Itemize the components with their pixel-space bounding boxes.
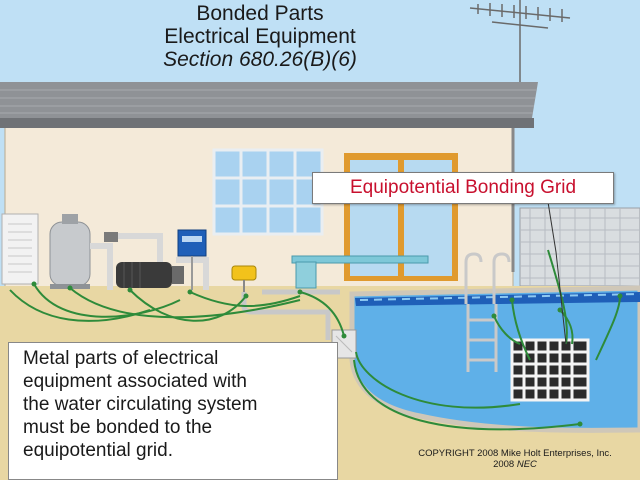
pump-motor xyxy=(116,262,184,288)
note-line: equipment associated with xyxy=(23,371,247,392)
diving-board xyxy=(291,255,429,289)
title-line-2: Electrical Equipment xyxy=(164,25,356,48)
note-line: must be bonded to the xyxy=(23,417,213,438)
control-panel xyxy=(177,229,207,290)
bonding-connectors xyxy=(31,281,623,427)
copyright-code-name: NEC xyxy=(516,459,537,470)
bonding-grid-mesh xyxy=(510,338,590,402)
bonding-grid-callout: Equipotential Bonding Grid xyxy=(312,172,614,204)
note-line: Metal parts of electrical xyxy=(23,348,219,369)
copyright-line-2: 2008 NEC xyxy=(390,459,640,470)
note-line: the water circulating system xyxy=(23,394,258,415)
title-line-1: Bonded Parts xyxy=(196,2,324,25)
callout-leader-line xyxy=(547,201,567,345)
equipment-bonding-note: Metal parts of electrical equipment asso… xyxy=(8,342,338,480)
pool-filter-tank xyxy=(49,214,91,289)
note-line: equipotential grid. xyxy=(23,440,173,461)
house-window xyxy=(212,148,324,236)
ac-unit xyxy=(1,213,39,285)
valve xyxy=(104,232,118,242)
pool-heater xyxy=(231,265,257,292)
bonding-wires xyxy=(9,249,621,431)
house-roof xyxy=(0,82,538,128)
chain-link-fence xyxy=(519,207,640,287)
tv-antenna xyxy=(469,0,571,84)
copyright-year: 2008 xyxy=(493,459,517,470)
pump-piping xyxy=(90,233,209,290)
title-section-reference: Section 680.26(B)(6) xyxy=(163,48,357,71)
copyright-line-1: COPYRIGHT 2008 Mike Holt Enterprises, In… xyxy=(418,448,612,459)
copyright-notice: COPYRIGHT 2008 Mike Holt Enterprises, In… xyxy=(390,448,640,470)
